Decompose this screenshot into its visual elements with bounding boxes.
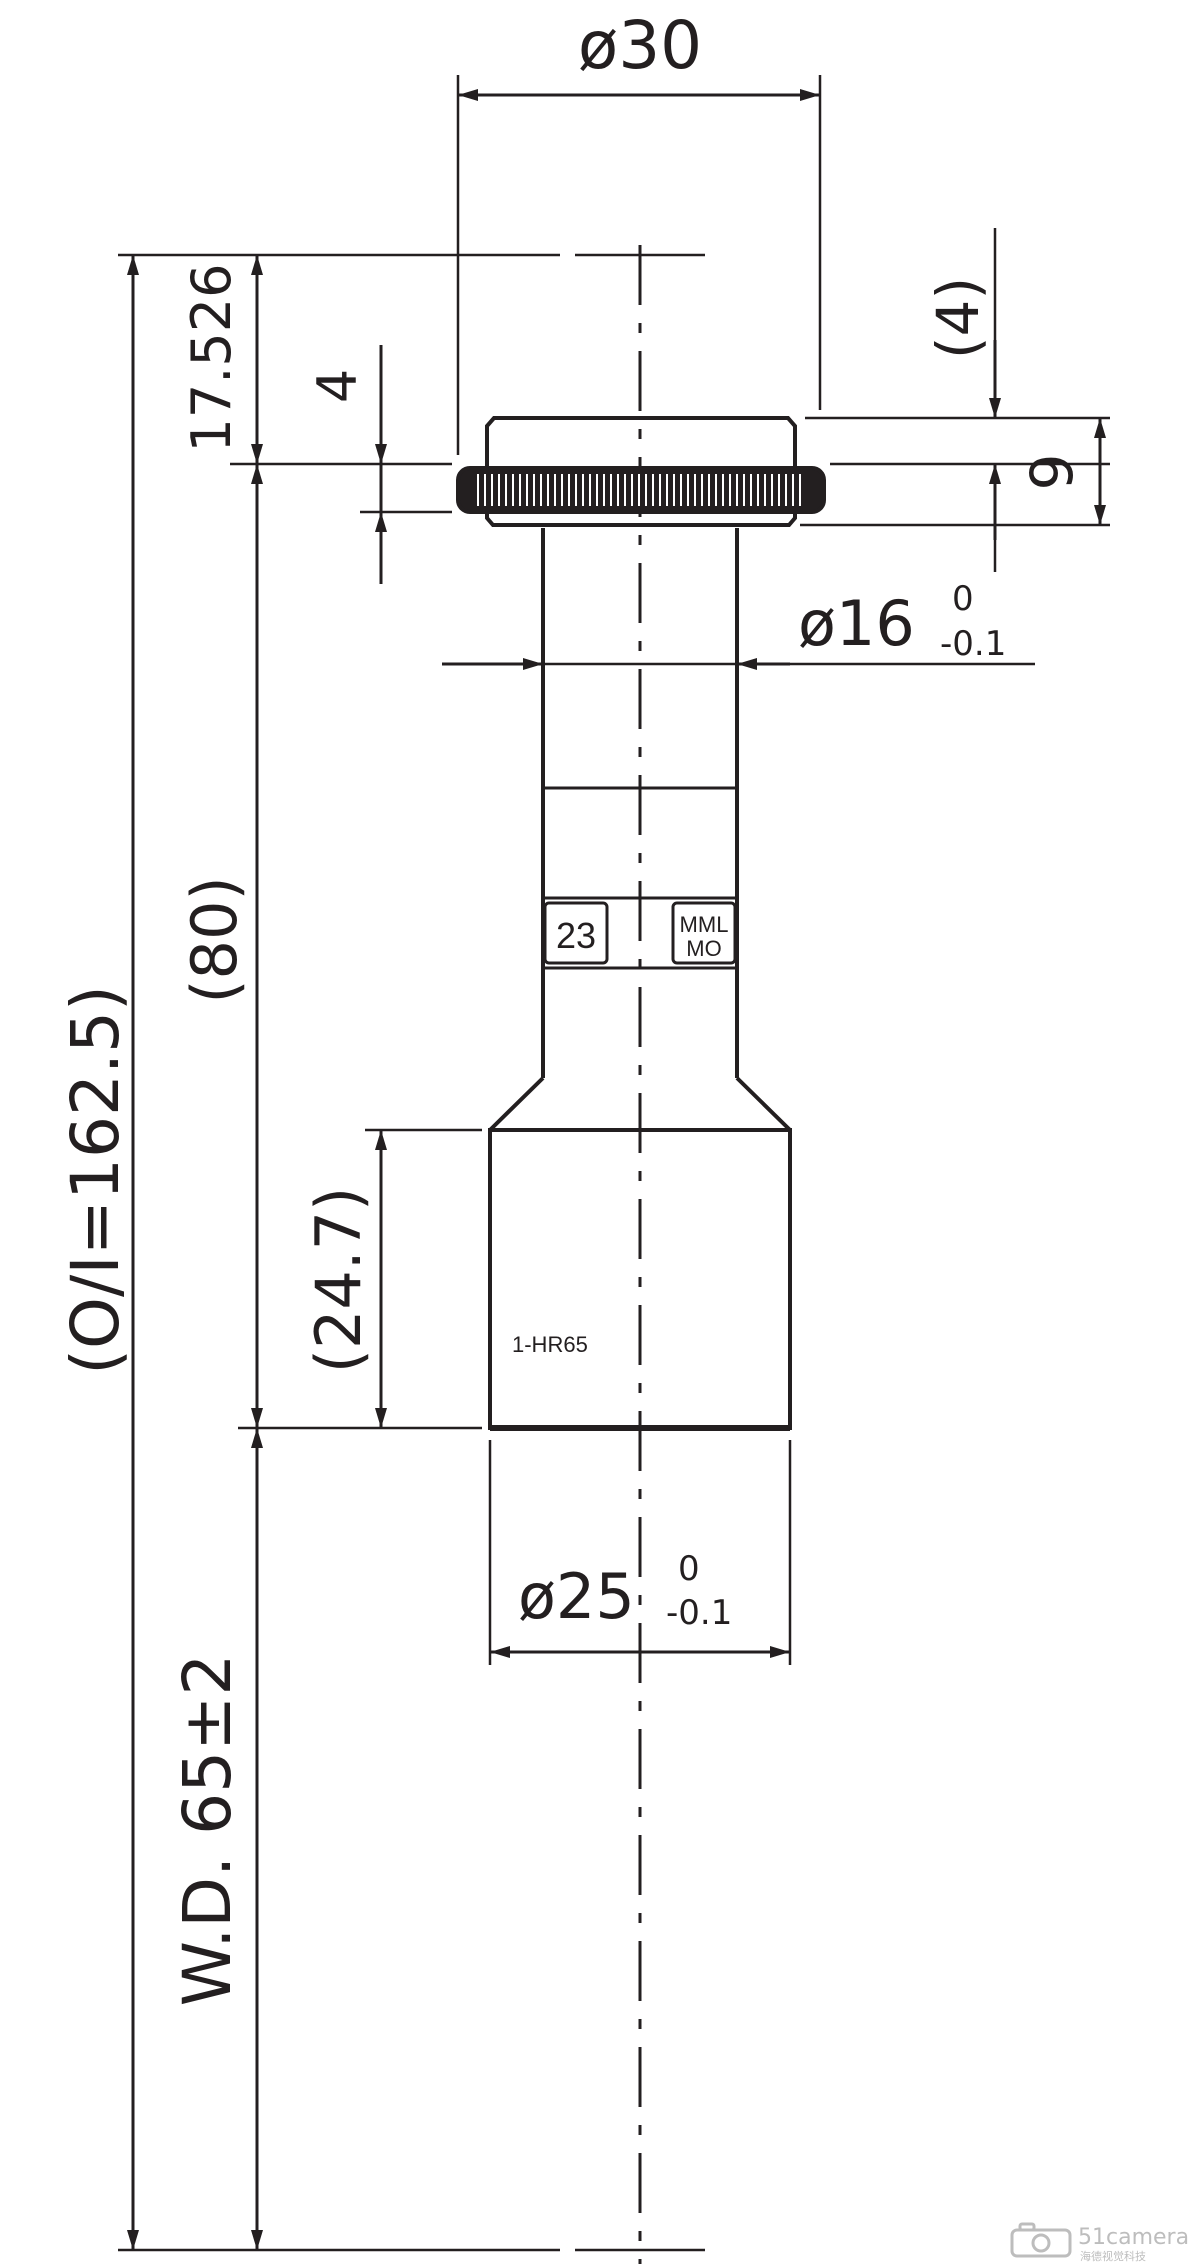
- brand-label-line2: MO: [686, 936, 721, 961]
- knurled-ring: [456, 466, 826, 514]
- magnification-box: [543, 901, 609, 965]
- top-offset-label: (4): [924, 277, 992, 359]
- front-length-label: (24.7): [302, 1187, 375, 1373]
- mount-height-label: 17.526: [180, 264, 243, 453]
- watermark-brand: 51camera: [1078, 2225, 1189, 2250]
- oi-total-label: (O/I=162.5): [57, 985, 134, 1374]
- magnification-label: 23: [556, 915, 596, 956]
- extension-lines: [118, 75, 1110, 2252]
- front-tolerance-upper: 0: [678, 1549, 700, 1589]
- ring-height-label: 4: [306, 369, 369, 403]
- tube-tolerance-upper: 0: [952, 579, 974, 619]
- brand-box: [671, 901, 737, 965]
- front-tolerance-lower: -0.1: [666, 1593, 732, 1633]
- lower-collar: [485, 512, 797, 527]
- taper-section: [488, 1076, 792, 1132]
- model-label: 1-HR65: [512, 1332, 588, 1357]
- watermark-tagline: 海德视觉科技: [1080, 2249, 1146, 2263]
- body-length-label: (80): [178, 876, 251, 1003]
- front-diameter-label: ø25: [518, 1560, 635, 1633]
- brand-label-line1: MML: [680, 912, 729, 937]
- flange-height-label: 9: [1018, 454, 1086, 491]
- tube-diameter-label: ø16: [798, 587, 915, 660]
- dimension-lines: [127, 89, 1106, 2250]
- tube-tolerance-lower: -0.1: [940, 624, 1006, 664]
- camera-logo-icon: [1010, 2222, 1072, 2258]
- top-diameter-label: ø30: [578, 7, 702, 84]
- lens-body: [456, 416, 826, 1431]
- watermark: 51camera 海德视觉科技: [1010, 2222, 1189, 2263]
- knurl-pattern: [477, 474, 801, 506]
- top-flange: [485, 416, 797, 468]
- working-distance-label: W.D. 65±2: [169, 1654, 246, 2007]
